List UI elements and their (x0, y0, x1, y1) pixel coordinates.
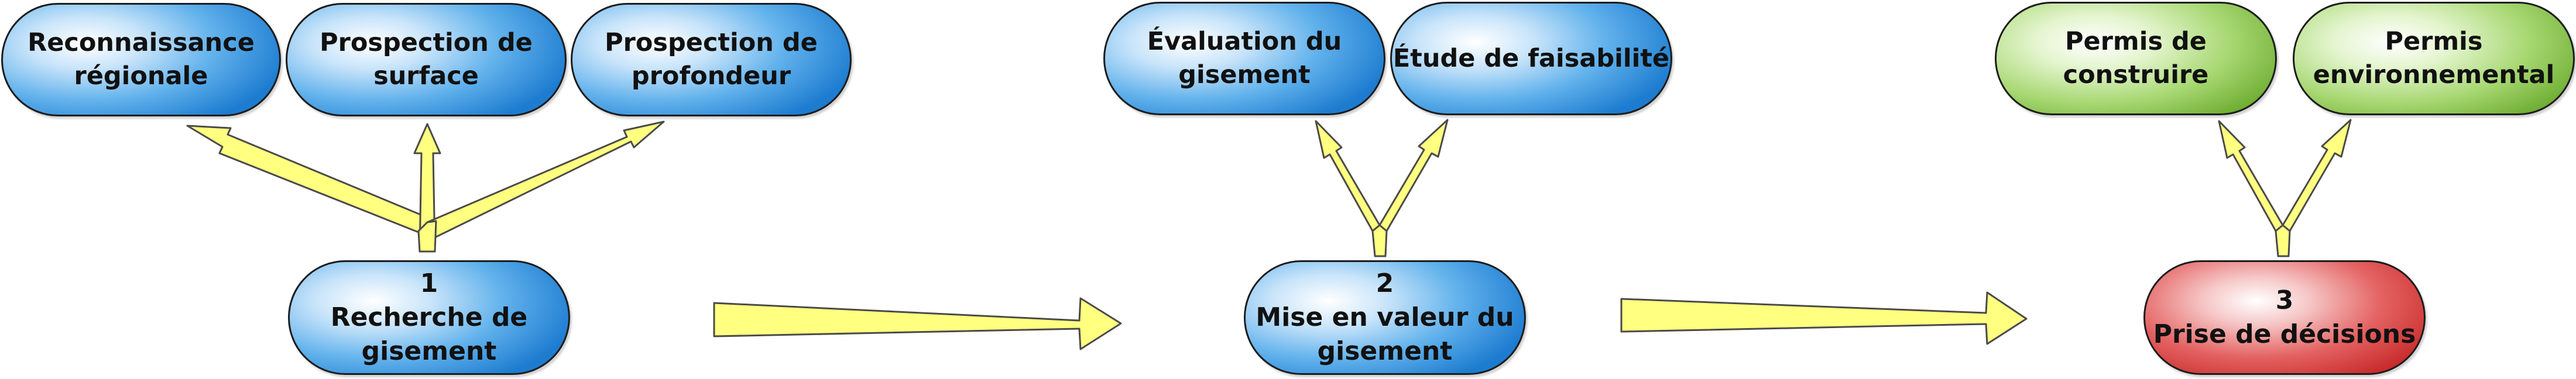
progress-arrow-1 (713, 297, 1122, 350)
box-permis-construire: Permis de construire (1995, 2, 2277, 115)
box-reconnaissance-regionale: Reconnaissance régionale (1, 3, 281, 116)
box-stage-3-prise-de-decisions: 3 Prise de décisions (2143, 260, 2426, 375)
box-label: 1 Recherche de gisement (331, 267, 528, 368)
box-etude-faisabilite: Étude de faisabilité (1390, 2, 1672, 115)
arrow-to-permis-environnemental (2282, 119, 2352, 232)
box-prospection-profondeur: Prospection de profondeur (571, 3, 852, 116)
arrow-to-evaluation (1315, 120, 1381, 232)
stage-number: 2 (1376, 268, 1394, 298)
box-label: Prospection de surface (320, 28, 533, 91)
stem-stage-3 (2275, 224, 2291, 257)
arrow-to-prospection-profondeur (426, 120, 665, 238)
box-label: Prospection de profondeur (605, 28, 818, 91)
box-stage-2-mise-en-valeur: 2 Mise en valeur du gisement (1244, 260, 1526, 375)
box-label: Reconnaissance régionale (28, 28, 255, 91)
box-permis-environnemental: Permis environnemental (2293, 2, 2575, 115)
box-prospection-surface: Prospection de surface (286, 3, 567, 116)
box-label: Évaluation du gisement (1147, 27, 1342, 89)
arrow-to-reconnaissance (186, 125, 437, 238)
stem-stage-2 (1371, 224, 1388, 257)
stage-number: 1 (420, 268, 438, 298)
box-label: 3 Prise de décisions (2153, 284, 2416, 352)
arrow-to-permis-construire (2218, 120, 2284, 232)
box-stage-1-recherche: 1 Recherche de gisement (288, 260, 570, 375)
box-label: 2 Mise en valeur du gisement (1256, 267, 1514, 368)
box-label: Permis environnemental (2313, 27, 2555, 89)
stage-number: 3 (2275, 285, 2294, 315)
box-label: Permis de construire (2063, 27, 2209, 89)
arrow-to-faisabilite (1378, 119, 1449, 232)
box-label: Étude de faisabilité (1392, 43, 1670, 73)
stem-stage-1 (417, 220, 437, 253)
progress-arrow-2 (1620, 291, 2028, 345)
box-evaluation-gisement: Évaluation du gisement (1103, 2, 1385, 115)
